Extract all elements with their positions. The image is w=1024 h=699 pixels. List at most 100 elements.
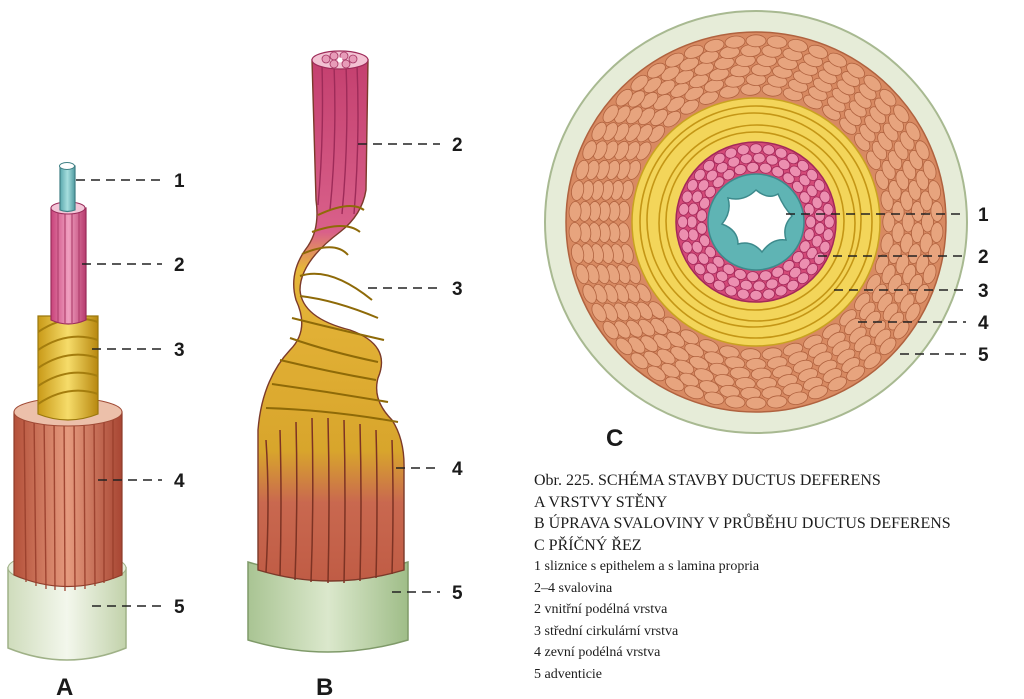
cell <box>684 343 704 358</box>
cell <box>736 144 750 156</box>
cell <box>803 228 815 241</box>
cell <box>571 243 585 264</box>
cell <box>911 201 924 222</box>
cell <box>582 283 597 304</box>
cell <box>762 288 776 300</box>
cell <box>746 161 760 173</box>
cell <box>759 162 772 174</box>
cell <box>697 179 710 192</box>
cell <box>696 209 708 223</box>
panel-c-label-2: 2 <box>978 247 989 268</box>
cell <box>786 152 799 165</box>
cell <box>797 272 810 285</box>
cell <box>765 154 779 166</box>
cell <box>921 211 934 233</box>
cell <box>766 395 788 409</box>
cell <box>806 168 819 181</box>
legend-item-2: 2 vnitřní podélná vrstva <box>534 602 668 617</box>
cell <box>930 222 944 243</box>
cell <box>702 272 715 285</box>
panel-a-drawing <box>7 162 127 661</box>
caption-line-b: B ÚPRAVA SVALOVINY V PRŮBĚHU DUCTUS DEFE… <box>534 515 951 532</box>
panel-c-lumen <box>720 188 794 254</box>
cell <box>696 221 708 235</box>
cell <box>900 232 914 254</box>
cell <box>703 39 725 53</box>
cell <box>693 168 706 181</box>
cell <box>814 209 826 222</box>
cell <box>647 365 666 382</box>
cell <box>724 35 746 49</box>
cell <box>713 152 726 165</box>
panel-a-circular <box>37 315 99 421</box>
cell <box>678 228 690 242</box>
cell <box>666 96 686 113</box>
panel-c-labels: 1 2 3 4 5 C <box>606 205 989 452</box>
cell <box>905 121 921 141</box>
caption-line-c: C PŘÍČNÝ ŘEZ <box>534 536 642 554</box>
cell <box>680 329 700 345</box>
cell <box>691 190 703 204</box>
cell <box>674 69 695 85</box>
cell <box>693 368 715 383</box>
cell <box>575 263 590 285</box>
cell <box>660 65 680 82</box>
cell <box>901 211 915 233</box>
cell <box>733 268 747 280</box>
panel-b-twisted-muscle <box>257 59 405 582</box>
cell <box>891 222 905 243</box>
legend-item-3: 3 střední cirkulární vrstva <box>534 623 679 639</box>
cell <box>749 143 763 155</box>
cell <box>693 61 715 76</box>
cell <box>752 152 766 164</box>
cell <box>582 140 597 161</box>
cell <box>602 104 619 123</box>
cell <box>762 144 776 156</box>
cell <box>777 273 791 286</box>
cell <box>846 365 865 382</box>
cell <box>822 202 834 216</box>
cell <box>679 56 700 72</box>
figure-caption: Obr. 225. SCHÉMA STAVBY DUCTUS DEFERENS … <box>534 470 1020 685</box>
cell <box>805 215 817 229</box>
panel-c-label-4: 4 <box>978 313 989 334</box>
panel-a-inner-longitudinal <box>50 207 87 325</box>
cell <box>787 391 809 405</box>
cell <box>915 140 930 161</box>
panel-a-label-1: 1 <box>174 171 185 192</box>
cell <box>724 147 738 159</box>
cell <box>745 34 767 48</box>
cell <box>698 90 719 105</box>
cell <box>827 52 848 68</box>
cell <box>684 86 704 101</box>
cell <box>686 215 698 229</box>
cell <box>681 240 693 254</box>
panel-c-outer-cells <box>568 34 944 410</box>
cell <box>819 190 831 204</box>
caption-line-a: A VRSTVY STĚNY <box>534 493 668 511</box>
cell <box>807 385 829 400</box>
cell <box>891 201 905 222</box>
cell <box>705 262 718 275</box>
cell <box>863 74 882 92</box>
cell <box>879 88 897 107</box>
legend-item-5: 5 adventicie <box>534 666 603 682</box>
cell <box>774 285 788 297</box>
cell <box>683 44 705 59</box>
cell <box>666 331 686 348</box>
cell <box>819 240 831 254</box>
cell <box>787 39 809 53</box>
cell <box>797 159 810 172</box>
cell <box>765 278 779 290</box>
panel-c-letter: C <box>606 425 623 452</box>
cell <box>827 376 848 392</box>
cell <box>930 201 944 222</box>
cell <box>656 79 676 96</box>
cell <box>752 280 766 292</box>
cell <box>703 391 725 405</box>
cell <box>724 395 746 409</box>
cell <box>698 339 719 354</box>
legend-item-2-4: 2–4 svalovina <box>534 580 613 596</box>
cell <box>697 252 710 265</box>
cell <box>736 288 750 300</box>
